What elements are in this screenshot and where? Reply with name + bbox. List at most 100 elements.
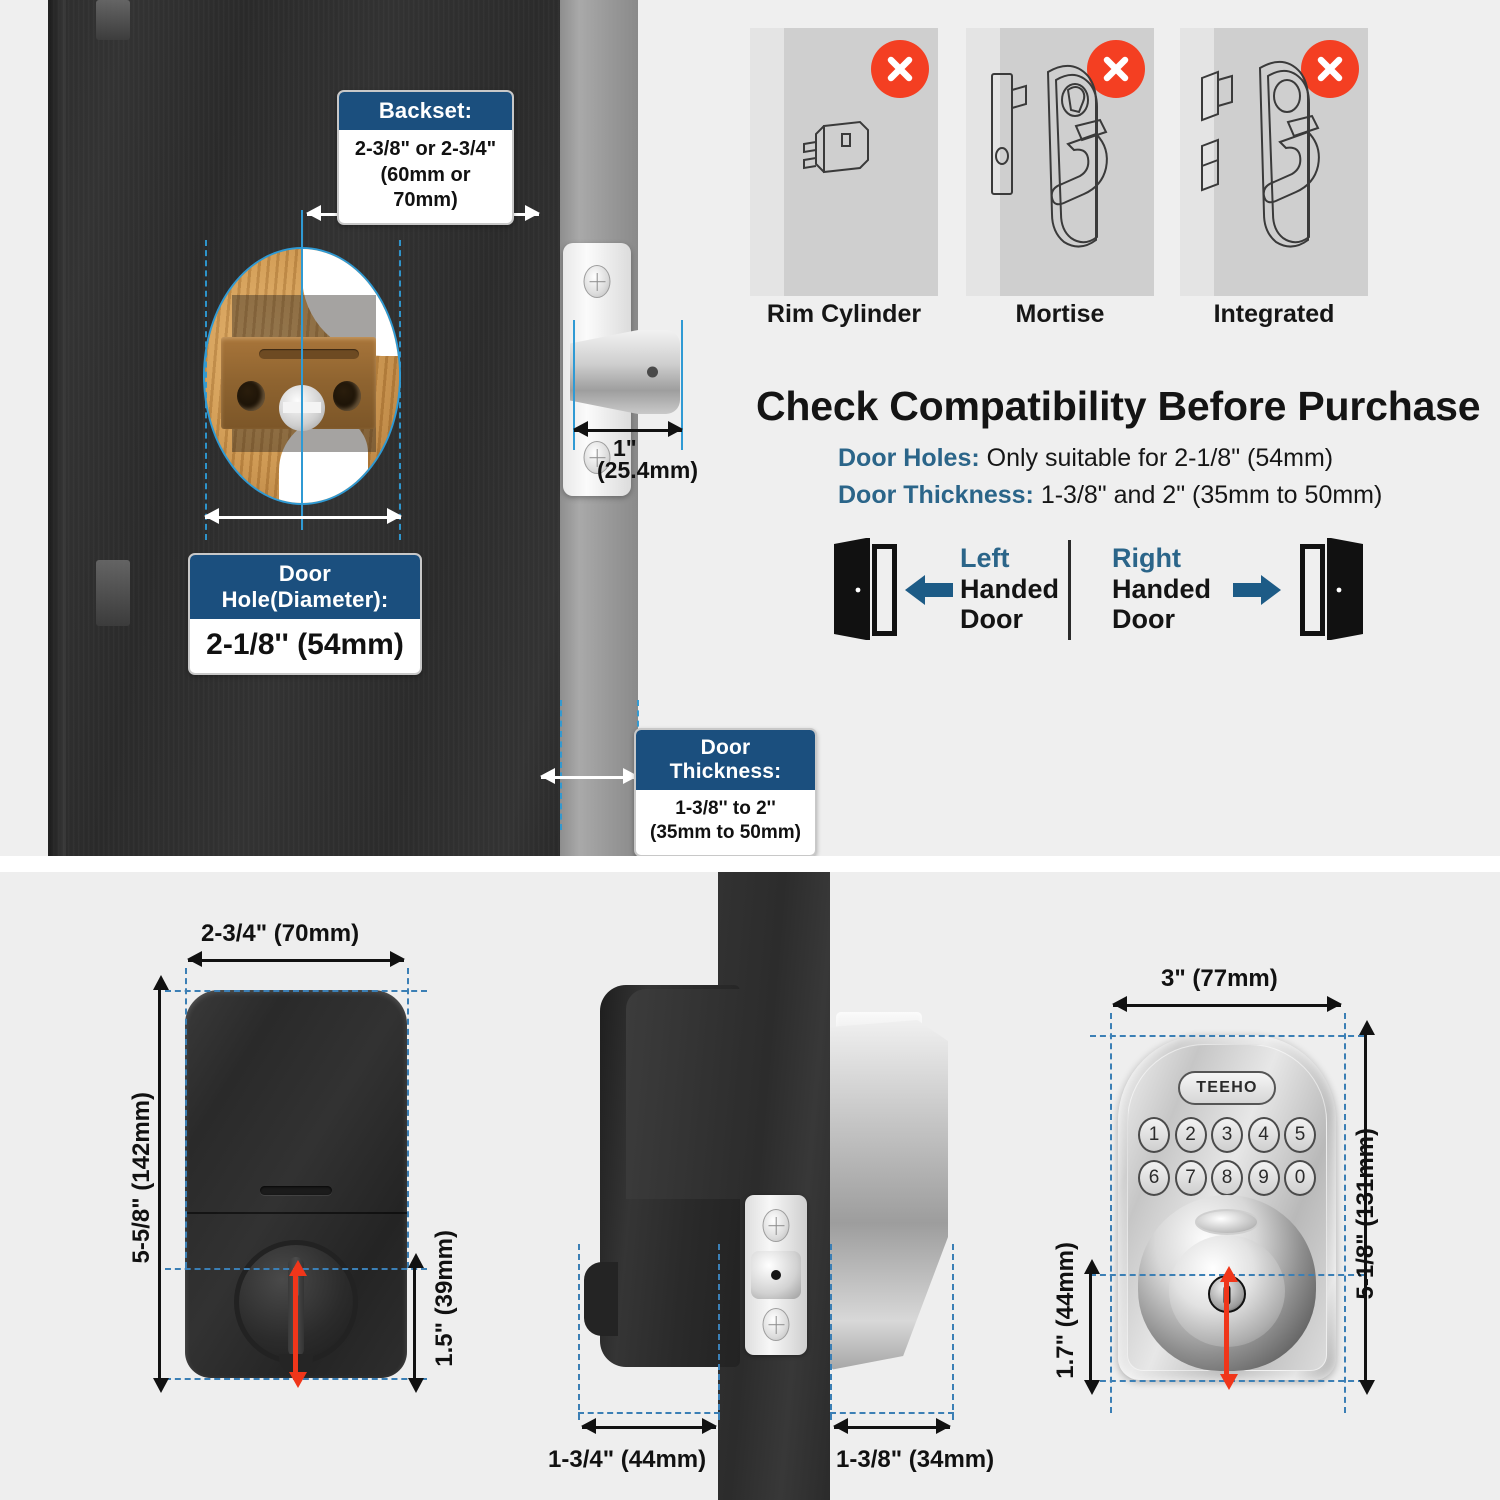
incompatible-card-label: Mortise <box>1015 300 1105 328</box>
dome-top-oval <box>1195 1209 1259 1235</box>
left-handed-highlight: Left <box>960 543 1010 573</box>
guide-bolt-left <box>573 320 575 450</box>
keypad-height-label: 5-1/8" (131mm) <box>1352 1128 1379 1300</box>
latch-screw-hole-right <box>333 381 361 411</box>
side-guide-bottom-left <box>578 1412 720 1414</box>
front-offset-label: 1.5" (39mm) <box>431 1230 458 1367</box>
x-mark-icon <box>1301 40 1359 98</box>
keypad-offset-dimension-line <box>1084 1259 1100 1395</box>
keypad-row-2[interactable]: 6 7 8 9 0 <box>1138 1160 1316 1196</box>
latch-screw-hole-left <box>237 381 265 411</box>
arrow-up-icon <box>289 1260 307 1276</box>
keypad-key[interactable]: 2 <box>1174 1117 1207 1153</box>
keypad-width-dimension-line <box>1112 996 1342 1012</box>
arrow-down-icon <box>1359 1380 1375 1395</box>
side-guide-left <box>578 1244 580 1420</box>
keypad[interactable]: 1 2 3 4 5 6 7 8 9 0 <box>1138 1117 1316 1203</box>
faceplate-screw-bottom <box>583 441 611 474</box>
incompatible-card-label: Integrated <box>1213 300 1335 328</box>
keypad-guide-top <box>1090 1035 1364 1037</box>
front-guide-top <box>165 990 427 992</box>
keypad-key[interactable]: 8 <box>1211 1160 1243 1196</box>
mounting-screw-top <box>762 1209 790 1242</box>
guide-thickness-left <box>560 700 562 830</box>
spindle-icon <box>751 1251 801 1299</box>
keypad-width-label: 3" (77mm) <box>1161 965 1278 992</box>
keypad-key[interactable]: 1 <box>1138 1117 1170 1153</box>
arrow-up-icon <box>1084 1259 1100 1274</box>
keypad-key[interactable]: 3 <box>1211 1117 1243 1153</box>
keypad-guide-left <box>1110 1013 1112 1413</box>
front-height-label: 5-5/8" (142mm) <box>128 1092 155 1264</box>
incompatible-card-rim-cylinder: Rim Cylinder <box>750 28 938 328</box>
door-hinge-top <box>96 0 130 40</box>
side-guide-door-left <box>718 1244 720 1420</box>
left-arrow-icon <box>905 575 953 605</box>
bolt-length-inch-label: 1" <box>613 435 637 461</box>
right-handed-line3: Door <box>1112 604 1175 634</box>
deadbolt-side-illustration <box>570 330 680 414</box>
left-handed-line2: Handed <box>960 573 1060 604</box>
callout-backset: Backset: 2-3/8" or 2-3/4" (60mm or 70mm) <box>337 90 514 225</box>
keypad-key[interactable]: 6 <box>1138 1160 1170 1196</box>
arrow-down-icon <box>1084 1380 1100 1395</box>
incompatible-card-label: Rim Cylinder <box>766 300 922 328</box>
x-mark-icon <box>871 40 929 98</box>
arrow-up-icon <box>408 1253 424 1268</box>
spec-door-thickness-label: Door Thickness: <box>838 481 1034 509</box>
arrow-down-icon <box>153 1378 169 1393</box>
callout-door-thickness-line2: (35mm to 50mm) <box>650 822 801 844</box>
keypad-red-indicator-arrow <box>1220 1266 1238 1390</box>
left-handed-door-icon <box>834 538 897 640</box>
spec-door-holes: Door Holes: Only suitable for 2-1/8" (54… <box>838 444 1333 473</box>
incompatible-card-mortise: Mortise <box>966 28 1154 328</box>
right-arrow-icon <box>1233 575 1281 605</box>
faceplate-screw-top <box>583 265 611 298</box>
front-red-indicator-arrow <box>289 1260 307 1388</box>
side-left-label: 1-3/4" (44mm) <box>548 1446 707 1473</box>
keypad-offset-label: 1.7" (44mm) <box>1052 1242 1079 1379</box>
guide-hole-right <box>399 240 401 540</box>
keypad-key[interactable]: 5 <box>1284 1117 1316 1153</box>
front-guide-right <box>407 968 409 1268</box>
guide-hole-left <box>205 240 207 540</box>
keypad-key[interactable]: 4 <box>1247 1117 1280 1153</box>
side-right-dimension-line <box>833 1418 951 1434</box>
incompatible-card-integrated: Integrated <box>1180 28 1368 328</box>
x-mark-icon <box>1087 40 1145 98</box>
rim-cylinder-icon <box>803 120 869 174</box>
front-width-label: 2-3/4" (70mm) <box>201 920 360 947</box>
arrow-up-icon <box>1359 1020 1375 1035</box>
side-left-dimension-line <box>581 1418 717 1434</box>
side-body-lip <box>626 989 740 1199</box>
arrow-down-icon <box>1220 1374 1238 1390</box>
front-width-dimension-line <box>187 951 405 967</box>
side-body-button <box>584 1262 618 1336</box>
body-seam <box>185 1212 407 1214</box>
right-handed-door-icon <box>1300 538 1363 640</box>
door-hinge-bottom <box>96 560 130 626</box>
bolt-length-mm-label: (25.4mm) <box>597 457 698 483</box>
spec-door-thickness-value: 1-3/8" and 2" (35mm to 50mm) <box>1040 481 1383 509</box>
arrow-up-icon <box>1220 1266 1238 1282</box>
side-right-label: 1-3/8" (34mm) <box>836 1446 995 1473</box>
callout-door-thickness-line1: 1-3/8'' to 2'' <box>675 798 776 819</box>
brand-logo: TEEHO <box>1178 1071 1276 1105</box>
front-height-dimension-line <box>153 975 169 1393</box>
side-mounting-plate <box>745 1195 807 1355</box>
deadbolt-side-body <box>600 985 740 1367</box>
arrow-up-icon <box>153 975 169 990</box>
keypad-guide-right <box>1344 1013 1346 1413</box>
keypad-key[interactable]: 7 <box>1174 1160 1207 1196</box>
latch-slot <box>259 349 359 359</box>
keypad-row-1[interactable]: 1 2 3 4 5 <box>1138 1117 1316 1153</box>
mounting-screw-bottom <box>762 1308 790 1341</box>
latch-mechanism-icon <box>221 337 376 431</box>
keypad-key[interactable]: 0 <box>1284 1160 1316 1196</box>
callout-backset-line2: (60mm or 70mm) <box>380 163 471 212</box>
mortise-lock-icon <box>991 65 1108 248</box>
top-compatibility-panel: 1" (25.4mm) Backset: 2-3/8" or 2-3/4" (6… <box>0 0 1500 856</box>
keypad-key[interactable]: 9 <box>1247 1160 1280 1196</box>
side-guide-door-right <box>830 1244 832 1420</box>
callout-backset-title: Backset: <box>339 92 512 130</box>
